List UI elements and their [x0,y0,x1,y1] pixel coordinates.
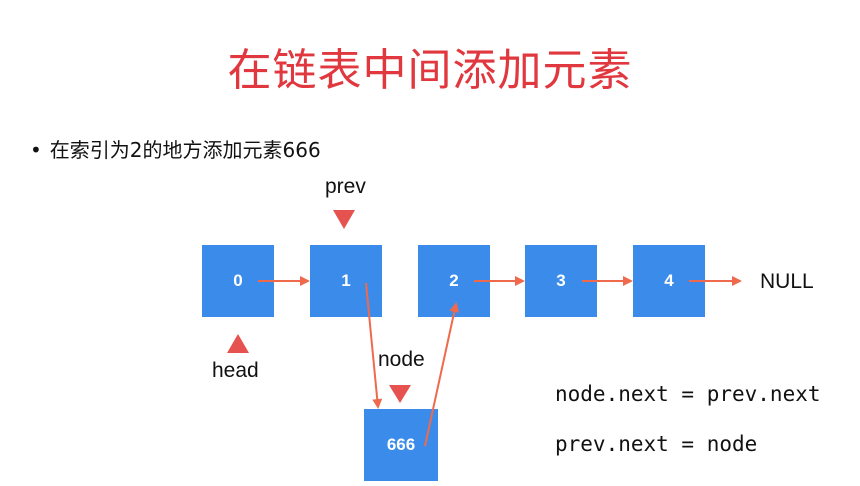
head-pointer-up [227,334,249,353]
bullet-point: • 在索引为2的地方添加元素666 [30,134,321,163]
prev-label: prev [325,175,366,198]
bullet-text: 在索引为2的地方添加元素666 [49,138,321,162]
slide-title: 在链表中间添加元素 [227,45,633,96]
arrow-1-to-666 [365,282,383,409]
head-label: head [212,359,259,382]
list-node-4: 4 [633,245,705,317]
prev-pointer-down [333,210,355,229]
arrow-666-to-2 [424,302,460,447]
null-label: NULL [760,270,814,293]
node-label: node [378,348,425,371]
node-pointer-down [389,385,411,403]
list-node-1: 1 [310,245,382,317]
bullet-dot: • [30,138,42,162]
code-line-2: prev.next = node [555,432,758,456]
code-line-1: node.next = prev.next [555,382,821,406]
